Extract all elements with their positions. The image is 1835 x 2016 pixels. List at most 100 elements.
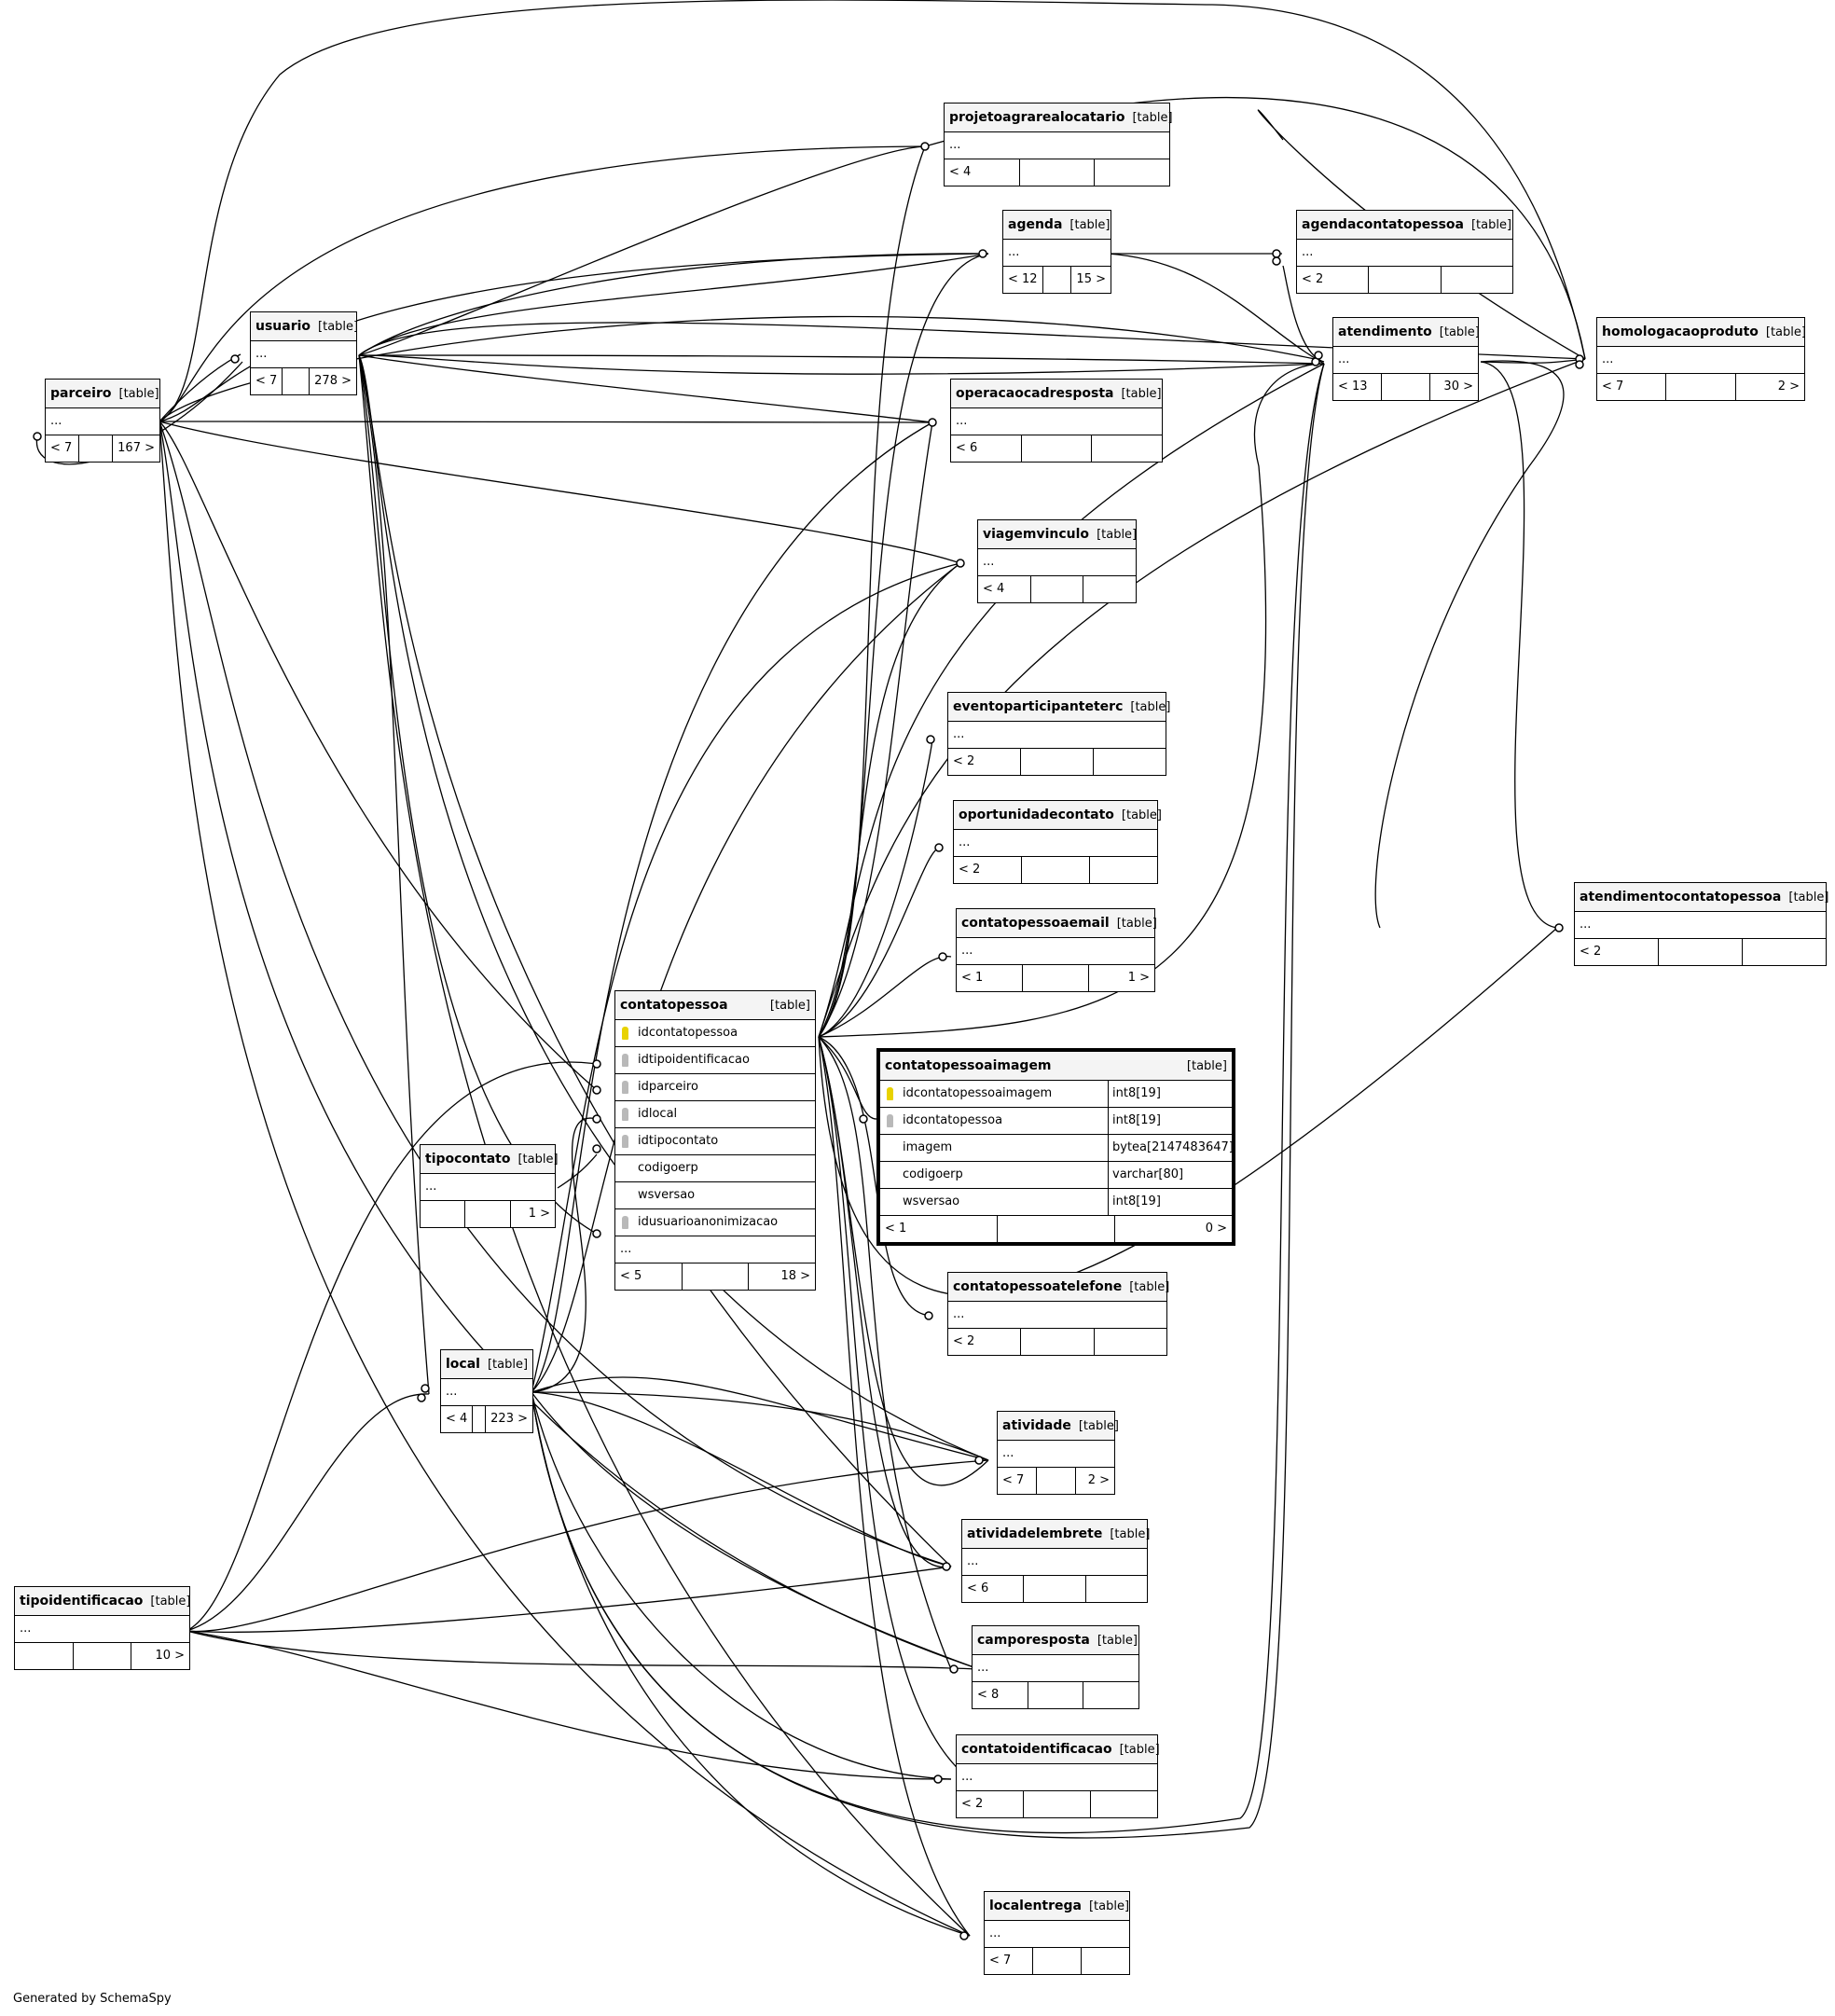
children-count[interactable]: [1442, 267, 1512, 293]
children-count[interactable]: [1095, 1329, 1166, 1355]
table-tag: [table]: [1132, 110, 1173, 125]
table-tipoidentificacao[interactable]: tipoidentificacao[table] ... 10 >: [14, 1586, 190, 1670]
children-count[interactable]: [1090, 857, 1157, 883]
parents-count[interactable]: [15, 1643, 74, 1669]
table-contatopessoa[interactable]: contatopessoa[table] idcontatopessoa idt…: [614, 990, 816, 1291]
children-count[interactable]: [1091, 1791, 1157, 1817]
table-camporesposta[interactable]: camporesposta[table] ... < 8: [972, 1625, 1139, 1709]
children-count[interactable]: 2 >: [1087, 1473, 1110, 1487]
parents-count[interactable]: < 13: [1333, 374, 1382, 400]
table-atividadelembrete[interactable]: atividadelembrete[table] ... < 6: [961, 1519, 1150, 1603]
edge: [1107, 253, 1325, 365]
parents-count[interactable]: < 7: [998, 1468, 1037, 1494]
relationship-marker: [933, 1774, 943, 1784]
column-idlocal[interactable]: idlocal: [615, 1101, 815, 1128]
children-count[interactable]: 2 >: [1777, 380, 1800, 394]
column-idcontatopessoa[interactable]: idcontatopessoa: [615, 1020, 815, 1047]
table-contatopessoaimagem[interactable]: contatopessoaimagem[table] idcontatopess…: [876, 1048, 1235, 1246]
parents-count[interactable]: < 2: [954, 857, 1022, 883]
children-count[interactable]: 15 >: [1076, 272, 1106, 286]
children-count[interactable]: [1086, 1576, 1147, 1602]
table-name: contatopessoaemail: [961, 916, 1110, 931]
column-count: [1043, 267, 1072, 293]
column-wsversao[interactable]: wsversao: [615, 1182, 815, 1209]
children-count[interactable]: [1083, 1682, 1138, 1708]
table-body: ...: [978, 549, 1136, 576]
children-count[interactable]: [1092, 435, 1162, 462]
parents-count[interactable]: < 2: [948, 1329, 1022, 1355]
table-operacaocadresposta[interactable]: operacaocadresposta[table] ... < 6: [950, 379, 1163, 463]
table-tipocontato[interactable]: tipocontato[table] ... 1 >: [420, 1144, 559, 1228]
children-count[interactable]: 1 >: [1127, 971, 1150, 985]
parents-count[interactable]: < 5: [615, 1263, 683, 1290]
children-count[interactable]: [1082, 1948, 1129, 1974]
edge: [531, 1391, 952, 1780]
children-count[interactable]: 18 >: [780, 1269, 811, 1283]
table-viagemvinculo[interactable]: viagemvinculo[table] ... < 4: [977, 519, 1137, 603]
children-count[interactable]: 1 >: [528, 1207, 550, 1221]
table-oportunidadecontato[interactable]: oportunidadecontato[table] ... < 2: [953, 800, 1162, 884]
parents-count[interactable]: < 2: [957, 1791, 1024, 1817]
column-idtipocontato[interactable]: idtipocontato: [615, 1128, 815, 1155]
parents-count[interactable]: < 2: [1297, 267, 1370, 293]
parents-count[interactable]: < 12: [1003, 267, 1043, 293]
table-projetoagrarealocatario[interactable]: projetoagrarealocatario[table] ... < 4: [944, 103, 1173, 186]
parents-count[interactable]: < 8: [973, 1682, 1028, 1708]
children-count[interactable]: [1095, 159, 1169, 186]
parents-count[interactable]: < 6: [951, 435, 1022, 462]
parents-count[interactable]: < 1: [957, 965, 1023, 991]
children-count[interactable]: 223 >: [490, 1412, 528, 1426]
table-name: operacaocadresposta: [956, 386, 1114, 401]
table-localentrega[interactable]: localentrega[table] ... < 7: [984, 1891, 1130, 1975]
children-count[interactable]: 30 >: [1443, 380, 1473, 394]
parents-count[interactable]: < 4: [441, 1406, 474, 1432]
children-count[interactable]: 167 >: [117, 441, 155, 455]
parents-count[interactable]: < 4: [945, 159, 1020, 186]
table-eventoparticipanteterc[interactable]: eventoparticipanteterc[table] ... < 2: [947, 692, 1170, 776]
table-atendimentocontatopessoa[interactable]: atendimentocontatopessoa[table] ... < 2: [1574, 882, 1828, 966]
table-contatopessoatelefone[interactable]: contatopessoatelefone[table] ... < 2: [947, 1272, 1169, 1356]
parents-count[interactable]: < 2: [1575, 939, 1659, 965]
edge: [358, 253, 989, 356]
column-idusuarioanonimizacao[interactable]: idusuarioanonimizacao: [615, 1209, 815, 1236]
column-codigoerp[interactable]: codigoerp: [615, 1155, 815, 1182]
children-count[interactable]: [1094, 749, 1166, 775]
children-count[interactable]: 278 >: [314, 374, 352, 388]
children-count[interactable]: 0 >: [1205, 1222, 1227, 1236]
children-count[interactable]: [1083, 576, 1136, 602]
column-idparceiro[interactable]: idparceiro: [615, 1074, 815, 1101]
children-count[interactable]: 10 >: [155, 1649, 186, 1663]
parents-count[interactable]: < 2: [948, 749, 1021, 775]
table-agendacontatopessoa[interactable]: agendacontatopessoa[table] ... < 2: [1296, 210, 1513, 294]
parents-count[interactable]: < 7: [1597, 374, 1667, 400]
parents-count[interactable]: < 7: [46, 435, 80, 462]
parents-count[interactable]: < 4: [978, 576, 1031, 602]
parents-count[interactable]: < 6: [962, 1576, 1025, 1602]
edge: [358, 354, 933, 423]
parents-count[interactable]: [421, 1201, 466, 1227]
primary-key-icon: [887, 1087, 893, 1100]
parents-count[interactable]: < 7: [251, 368, 283, 394]
table-contatoidentificacao[interactable]: contatoidentificacao[table] ... < 2: [956, 1734, 1160, 1818]
parents-count[interactable]: < 7: [985, 1948, 1033, 1974]
edge: [818, 145, 926, 1038]
parents-count[interactable]: < 1: [880, 1216, 998, 1242]
column-idtipoidentificacao[interactable]: idtipoidentificacao: [615, 1047, 815, 1074]
edge: [531, 1117, 598, 1393]
relationship-marker: [421, 1384, 430, 1393]
children-count[interactable]: [1743, 939, 1826, 965]
column-count: [998, 1216, 1115, 1242]
